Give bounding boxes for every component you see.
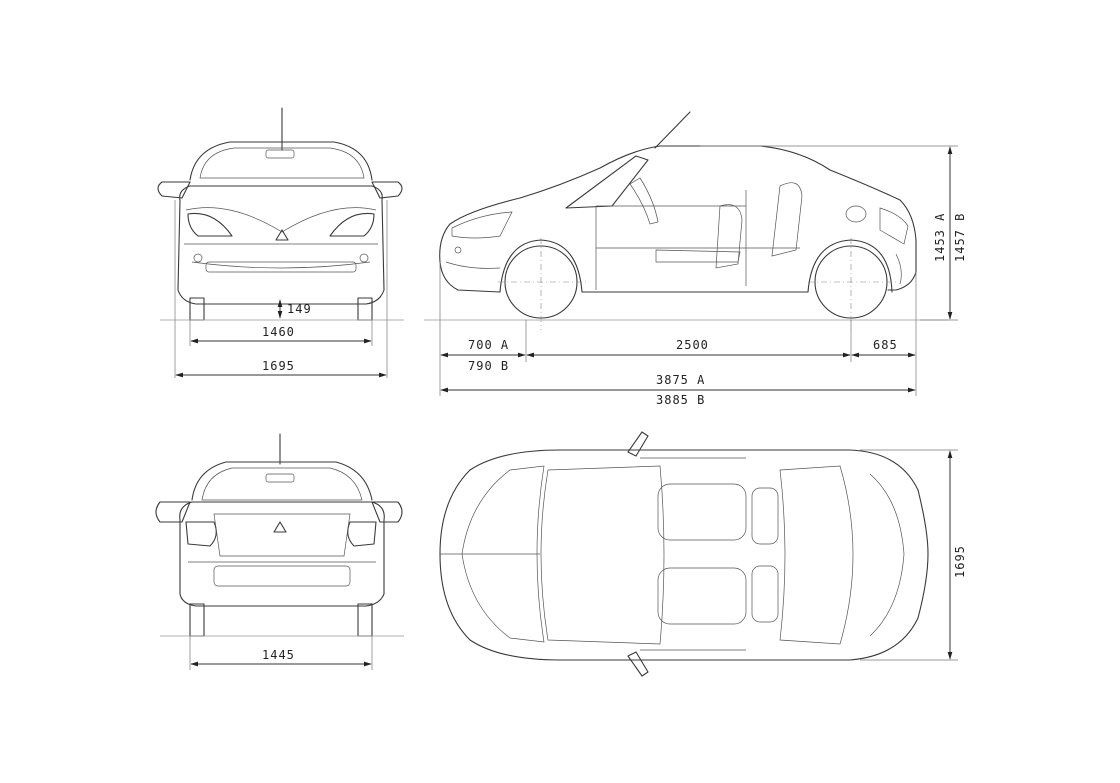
- front-track-label: 1460: [262, 325, 295, 339]
- wheelbase-label: 2500: [676, 338, 709, 352]
- length-b-label: 3885 B: [656, 393, 705, 407]
- top-view: 1695: [439, 431, 967, 677]
- rear-track-label: 1445: [262, 648, 295, 662]
- front-width-label: 1695: [262, 359, 295, 373]
- height-b-label: 1457 B: [953, 213, 967, 262]
- front-overhang-b-label: 790 B: [468, 359, 509, 373]
- front-overhang-a-label: 700 A: [468, 338, 509, 352]
- rear-view: 1445: [155, 433, 404, 670]
- rear-overhang-label: 685: [873, 338, 898, 352]
- front-view: 149 1460 1695: [157, 107, 404, 378]
- length-a-label: 3875 A: [656, 373, 705, 387]
- side-view: 700 A 790 B 2500 685 3875 A 3885 B 1453 …: [424, 111, 967, 407]
- front-ground-clearance-label: 149: [287, 302, 312, 316]
- height-a-label: 1453 A: [933, 213, 947, 262]
- top-width-label: 1695: [953, 545, 967, 578]
